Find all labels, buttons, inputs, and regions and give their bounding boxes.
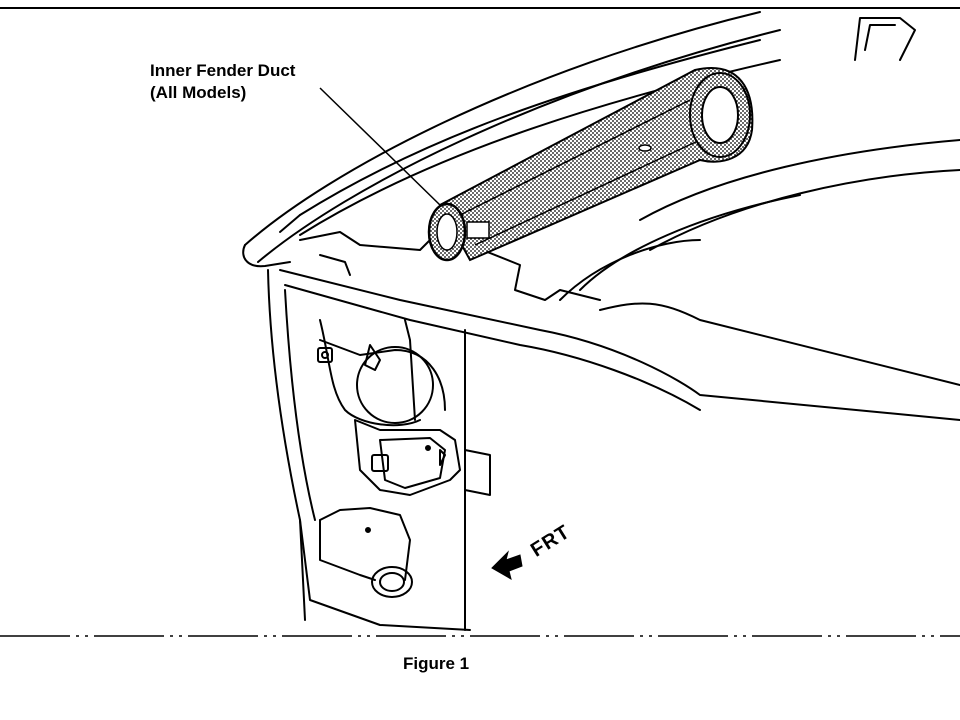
callout-leader-line <box>319 87 441 206</box>
callout-line-1: Inner Fender Duct <box>150 61 296 80</box>
inner-fender-duct-label: Inner Fender Duct (All Models) <box>150 60 295 104</box>
inner-fender-duct <box>427 67 754 262</box>
arrow-left-icon <box>491 550 523 581</box>
figure-caption: Figure 1 <box>403 654 470 673</box>
body-structure <box>242 11 960 631</box>
callout-line-2: (All Models) <box>150 83 247 102</box>
